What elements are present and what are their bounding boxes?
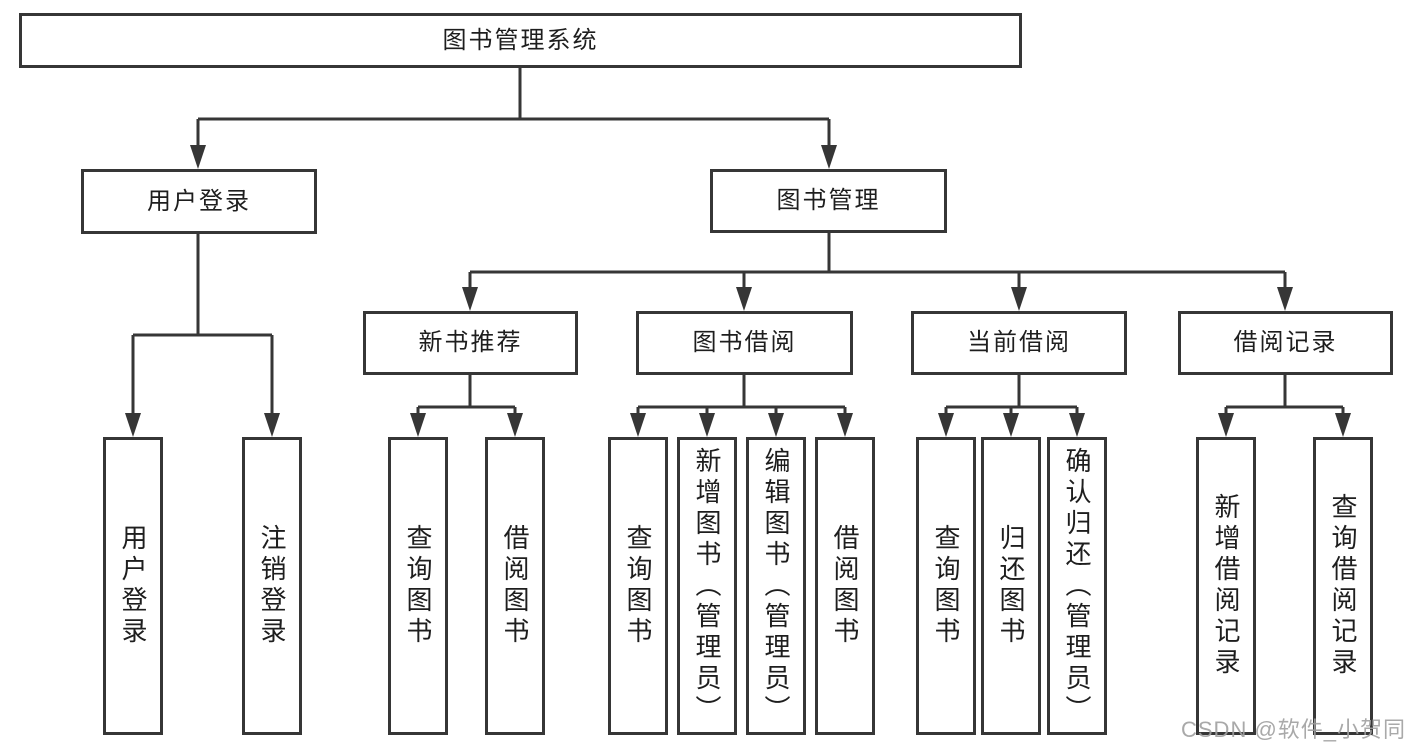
- node-book-management: 图书管理: [710, 169, 947, 233]
- node-library-system: 图书管理系统: [19, 13, 1022, 68]
- leaf-label: 归还图书: [996, 524, 1026, 648]
- arrow-down-icon: [410, 413, 426, 437]
- arrow-down-icon: [1218, 413, 1234, 437]
- node-label: 图书借阅: [692, 329, 797, 356]
- arrow-down-icon: [190, 145, 206, 169]
- leaf-label: 新增图书（管理员）: [692, 446, 722, 726]
- arrow-down-icon: [1011, 287, 1027, 311]
- arrow-down-icon: [821, 145, 837, 169]
- leaf-label: 编辑图书（管理员）: [761, 446, 791, 726]
- leaf-label: 查询图书: [623, 524, 653, 648]
- node-user-login: 用户登录: [81, 169, 317, 234]
- node-borrow-records: 借阅记录: [1178, 311, 1393, 375]
- csdn-watermark: CSDN @软件_小贺同学: [1181, 717, 1405, 742]
- node-label: 图书管理系统: [442, 26, 599, 54]
- node-label: 用户登录: [147, 187, 251, 215]
- arrow-down-icon: [938, 413, 954, 437]
- leaf-borrow-books-2: 借阅图书: [815, 437, 875, 735]
- node-label: 当前借阅: [967, 329, 1071, 356]
- node-label: 新书推荐: [418, 329, 523, 356]
- node-book-borrow: 图书借阅: [636, 311, 853, 375]
- leaf-label: 用户登录: [118, 524, 148, 648]
- leaf-query-borrow-record: 查询借阅记录: [1313, 437, 1373, 735]
- leaf-add-books-admin: 新增图书（管理员）: [677, 437, 737, 735]
- arrow-down-icon: [768, 413, 784, 437]
- leaf-label: 新增借阅记录: [1211, 493, 1241, 679]
- leaf-confirm-return-admin: 确认归还（管理员）: [1047, 437, 1107, 735]
- arrow-down-icon: [125, 413, 141, 437]
- leaf-label: 借阅图书: [500, 524, 530, 648]
- leaf-label: 确认归还（管理员）: [1062, 446, 1092, 726]
- node-label: 借阅记录: [1233, 329, 1338, 356]
- leaf-label: 查询图书: [403, 524, 433, 648]
- leaf-label: 注销登录: [257, 524, 287, 648]
- leaf-user-login: 用户登录: [103, 437, 163, 735]
- arrow-down-icon: [837, 413, 853, 437]
- arrow-down-icon: [736, 287, 752, 311]
- leaf-edit-books-admin: 编辑图书（管理员）: [746, 437, 806, 735]
- arrow-down-icon: [1335, 413, 1351, 437]
- node-new-book-recommend: 新书推荐: [363, 311, 578, 375]
- leaf-query-books: 查询图书: [388, 437, 448, 735]
- leaf-label: 查询图书: [931, 524, 961, 648]
- arrow-down-icon: [699, 413, 715, 437]
- leaf-borrow-books: 借阅图书: [485, 437, 545, 735]
- node-label: 图书管理: [776, 187, 881, 214]
- leaf-logout-login: 注销登录: [242, 437, 302, 735]
- arrow-down-icon: [1277, 287, 1293, 311]
- node-current-borrow: 当前借阅: [911, 311, 1127, 375]
- leaf-query-books-2: 查询图书: [608, 437, 668, 735]
- arrow-down-icon: [1069, 413, 1085, 437]
- leaf-return-books: 归还图书: [981, 437, 1041, 735]
- arrow-down-icon: [264, 413, 280, 437]
- leaf-label: 查询借阅记录: [1328, 493, 1358, 679]
- leaf-add-borrow-record: 新增借阅记录: [1196, 437, 1256, 735]
- arrow-down-icon: [1003, 413, 1019, 437]
- arrow-down-icon: [462, 287, 478, 311]
- arrow-down-icon: [507, 413, 523, 437]
- leaf-query-books-3: 查询图书: [916, 437, 976, 735]
- leaf-label: 借阅图书: [830, 524, 860, 648]
- arrow-down-icon: [630, 413, 646, 437]
